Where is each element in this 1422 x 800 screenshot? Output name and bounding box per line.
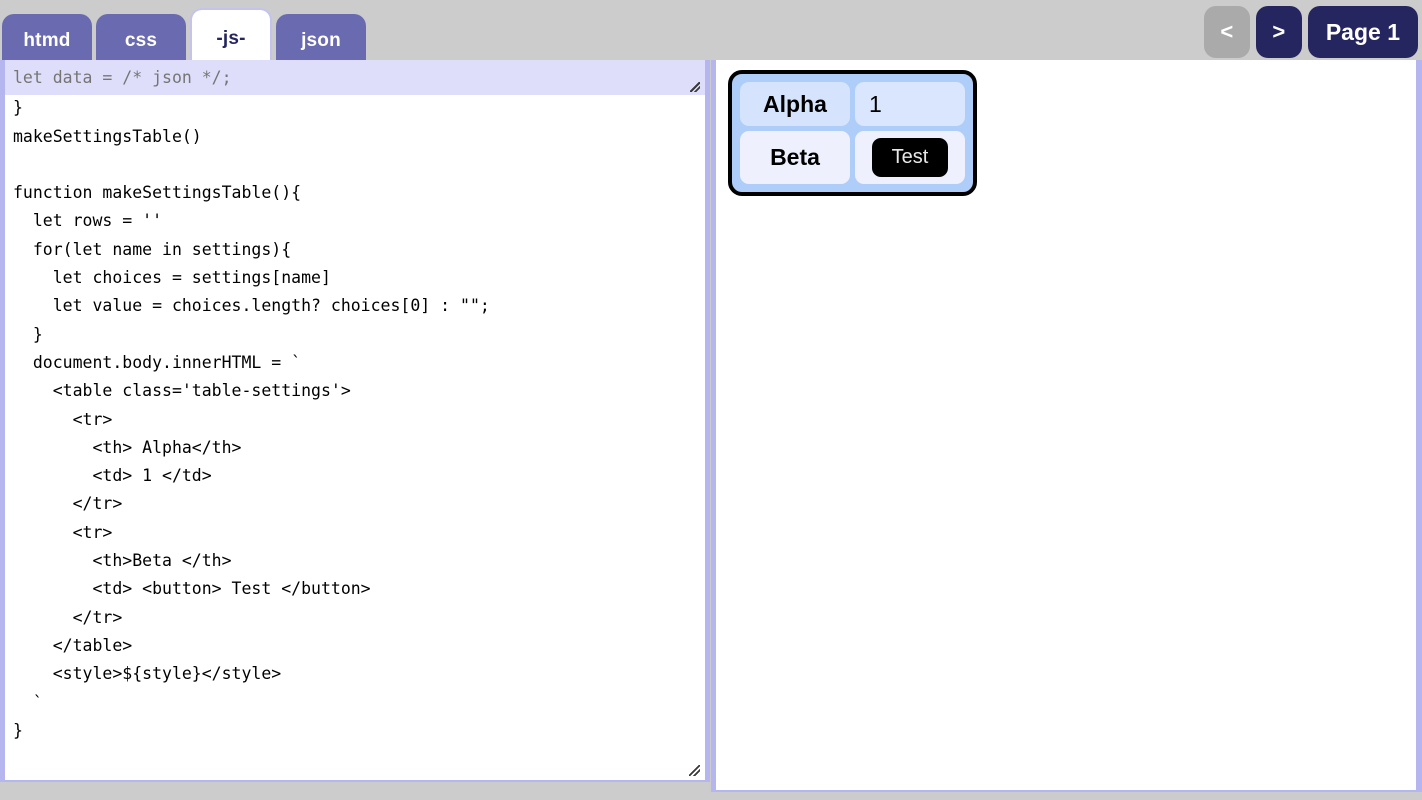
json-input-resize-handle[interactable] xyxy=(688,80,701,93)
tab-css[interactable]: css xyxy=(96,14,186,68)
table-row: Alpha 1 xyxy=(740,82,965,126)
code-textarea-resize-handle[interactable] xyxy=(688,764,702,778)
setting-value-beta: Test xyxy=(855,131,965,184)
json-data-input[interactable] xyxy=(5,60,705,95)
setting-name-beta: Beta xyxy=(740,131,850,184)
settings-table: Alpha 1 Beta Test xyxy=(728,70,977,196)
page-indicator-button[interactable]: Page 1 xyxy=(1307,6,1418,58)
setting-value-alpha: 1 xyxy=(855,82,965,126)
tab-bar: htmd css -js- json xyxy=(2,8,366,68)
top-bar: htmd css -js- json < > Page 1 xyxy=(0,0,1422,68)
table-row: Beta Test xyxy=(740,131,965,184)
js-code-textarea[interactable] xyxy=(5,60,705,780)
test-button[interactable]: Test xyxy=(871,138,949,177)
pager-controls: < > Page 1 xyxy=(1203,6,1418,58)
tab-js[interactable]: -js- xyxy=(190,8,272,68)
setting-name-alpha: Alpha xyxy=(740,82,850,126)
prev-page-button[interactable]: < xyxy=(1203,6,1250,58)
preview-pane: Alpha 1 Beta Test xyxy=(711,60,1422,792)
tab-json[interactable]: json xyxy=(276,14,366,68)
next-page-button[interactable]: > xyxy=(1255,6,1302,58)
code-editor-pane xyxy=(0,60,710,782)
tab-htmd[interactable]: htmd xyxy=(2,14,92,68)
